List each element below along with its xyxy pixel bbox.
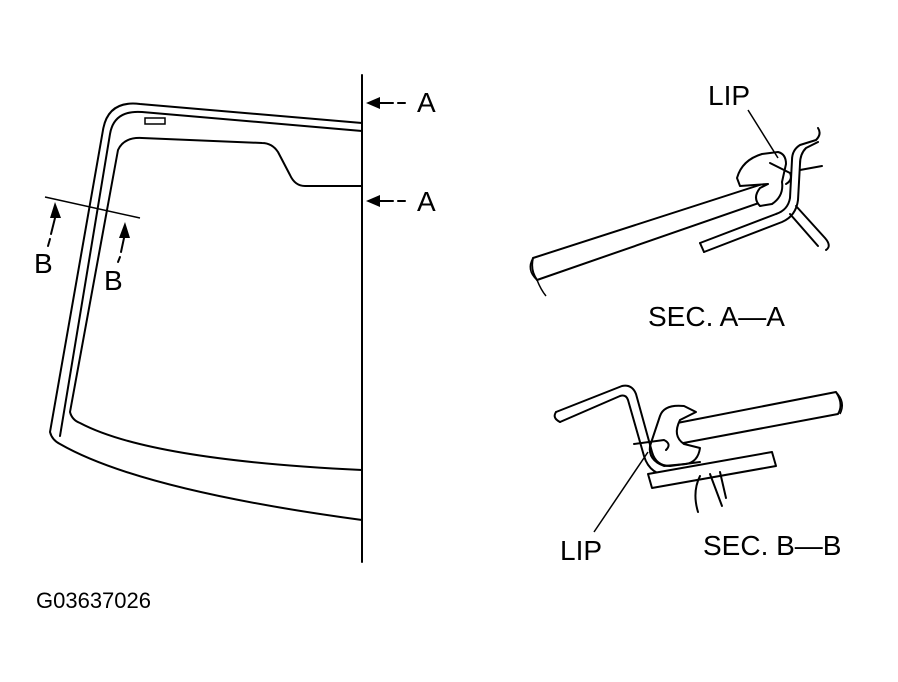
section-bb-drawing <box>553 384 843 533</box>
arrow-a-top-label: A <box>417 87 436 118</box>
arrow-b-right <box>117 222 130 263</box>
arrow-b-left-label: B <box>34 248 53 279</box>
figure-id: G03637026 <box>36 588 151 613</box>
section-aa-label: SEC. A—A <box>648 301 785 332</box>
section-aa-drawing <box>529 109 830 297</box>
arrow-a-mid-label: A <box>417 186 436 217</box>
windshield-outline <box>49 74 363 563</box>
section-bb-label: SEC. B—B <box>703 530 841 561</box>
lip-label-bottom: LIP <box>560 535 602 566</box>
arrow-b-right-label: B <box>104 265 123 296</box>
arrow-a-mid <box>366 195 406 207</box>
lip-label-top: LIP <box>708 80 750 111</box>
section-cut-line-bb <box>44 196 141 219</box>
arrow-a-top <box>366 97 406 109</box>
arrow-b-left <box>47 202 61 247</box>
